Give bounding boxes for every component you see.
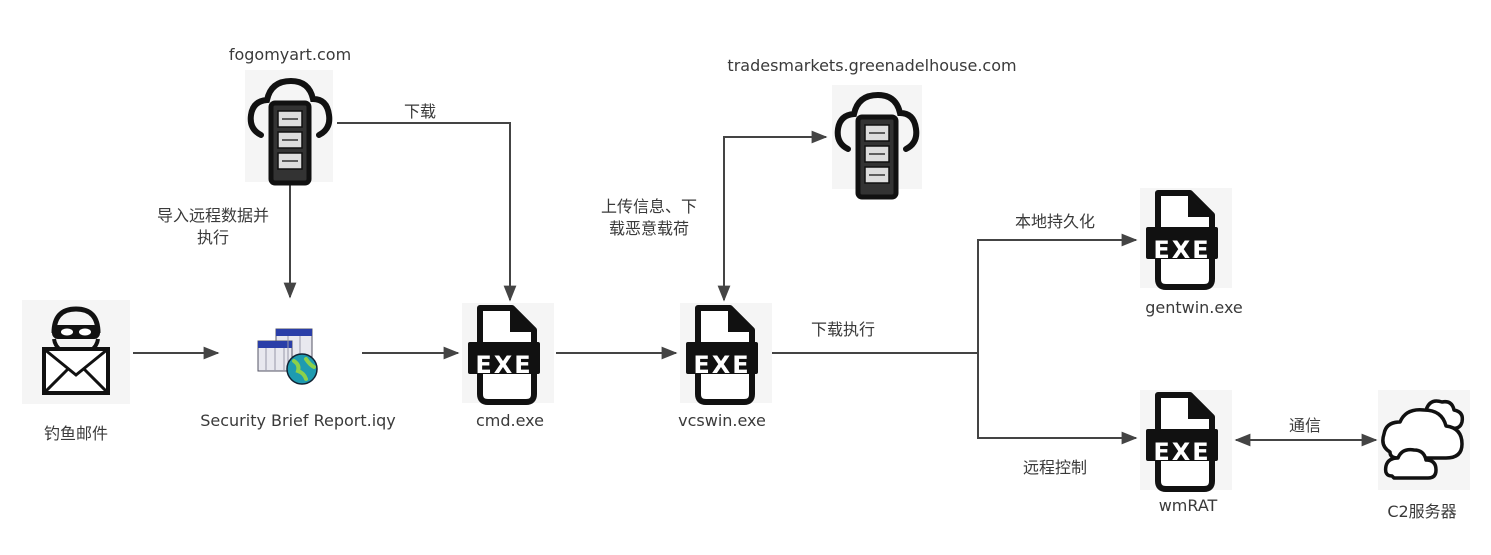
edge-label-download: 下载: [403, 102, 437, 121]
cloud-server-icon-tradesmarkets: [838, 95, 917, 197]
node-label-gentwin: gentwin.exe: [1145, 298, 1243, 317]
edge-label-import-exec-line1: 导入远程数据并: [156, 206, 269, 225]
exe-badge-text: EXE: [475, 351, 532, 379]
edge-to-wmrat: [977, 353, 1138, 445]
edge-label-upload: 上传信息、下 载恶意载荷: [584, 196, 714, 240]
node-label-iqy: Security Brief Report.iqy: [200, 411, 396, 430]
edge-vcswin-server2: [717, 130, 828, 302]
cloud-server-icon-fogomyart: [251, 81, 330, 183]
edge-label-download-exec: 下载执行: [810, 320, 876, 339]
node-label-fogomyart: fogomyart.com: [228, 45, 352, 64]
phishing-mail-icon: [42, 306, 110, 395]
edge-to-gentwin: [977, 233, 1138, 353]
cloud-icon: [1381, 399, 1465, 480]
exe-badge-text: EXE: [1153, 236, 1210, 264]
node-label-tradesmarkets: tradesmarkets.greenadelhouse.com: [727, 56, 1017, 75]
exe-badge-text: EXE: [1153, 438, 1210, 466]
edge-label-upload-line1: 上传信息、下: [600, 197, 697, 216]
edge-label-remote-control: 远程控制: [1022, 458, 1088, 477]
node-label-vcswin: vcswin.exe: [678, 411, 766, 430]
iqy-web-query-icon: [257, 328, 318, 385]
edge-label-persistence: 本地持久化: [1014, 212, 1096, 231]
edge-label-import-exec-line2: 执行: [196, 228, 229, 247]
edge-server1-to-cmd: [337, 122, 517, 302]
edge-label-upload-line2: 载恶意载荷: [608, 219, 689, 238]
edge-label-communication: 通信: [1288, 416, 1322, 435]
node-label-wmrat: wmRAT: [1158, 496, 1218, 515]
node-label-c2: C2服务器: [1387, 502, 1457, 521]
node-label-phishing: 钓鱼邮件: [43, 424, 109, 443]
exe-badge-text: EXE: [693, 351, 750, 379]
node-label-cmd: cmd.exe: [475, 411, 545, 430]
edge-label-import-exec: 导入远程数据并 执行: [143, 205, 283, 249]
